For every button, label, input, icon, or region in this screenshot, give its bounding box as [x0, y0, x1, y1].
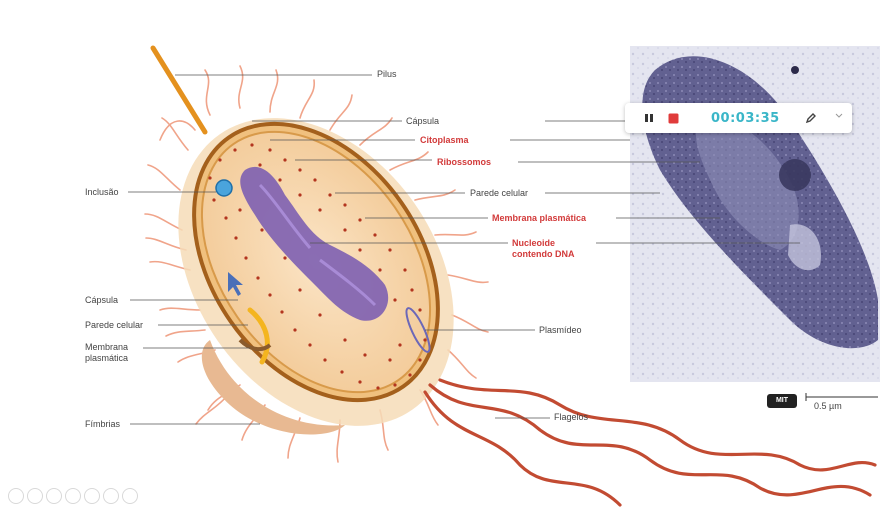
label-citoplasma: Citoplasma [420, 135, 469, 146]
pencil-icon [805, 112, 817, 124]
label-capsula-right: Cápsula [406, 116, 439, 127]
label-membrana-left: Membrana plasmática [85, 342, 128, 364]
more-button[interactable] [831, 107, 847, 123]
pause-icon [644, 113, 654, 123]
control-icon[interactable] [27, 488, 43, 504]
label-capsula-left: Cápsula [85, 295, 118, 306]
label-ribossomos: Ribossomos [437, 157, 491, 168]
control-icon[interactable] [122, 488, 138, 504]
scale-bar [806, 393, 878, 401]
label-nucleoide-line1: Nucleoide [512, 238, 555, 248]
stop-button[interactable] [665, 110, 681, 126]
label-plasmideo: Plasmídeo [539, 325, 582, 336]
scale-label: 0.5 µm [814, 401, 842, 411]
label-nucleoide: Nucleoide contendo DNA [512, 238, 575, 260]
control-icon[interactable] [84, 488, 100, 504]
control-icon[interactable] [65, 488, 81, 504]
recording-timer: 00:03:35 [711, 111, 780, 126]
label-membrana-left-line2: plasmática [85, 353, 128, 363]
label-parede-left: Parede celular [85, 320, 143, 331]
label-inclusao: Inclusão [85, 187, 119, 198]
recording-toolbar: 00:03:35 [625, 103, 852, 133]
label-membrana-left-line1: Membrana [85, 342, 128, 352]
label-nucleoide-line2: contendo DNA [512, 249, 575, 259]
control-icon[interactable] [46, 488, 62, 504]
micrograph [630, 46, 880, 382]
label-fimbrias: Fímbrias [85, 419, 120, 430]
annotate-button[interactable] [803, 110, 819, 126]
label-pilus: Pilus [377, 69, 397, 80]
stop-icon [668, 113, 679, 124]
mit-badge: MIT [767, 394, 797, 408]
control-icon[interactable] [103, 488, 119, 504]
control-icon[interactable] [8, 488, 24, 504]
pause-button[interactable] [641, 110, 657, 126]
flagella [425, 380, 875, 505]
label-membrana-right: Membrana plasmática [492, 213, 586, 224]
bacterium [121, 48, 510, 478]
bottom-controls [8, 488, 138, 504]
chevron-icon [835, 111, 843, 119]
label-parede-right: Parede celular [470, 188, 528, 199]
label-flagelos: Flagelos [554, 412, 588, 423]
